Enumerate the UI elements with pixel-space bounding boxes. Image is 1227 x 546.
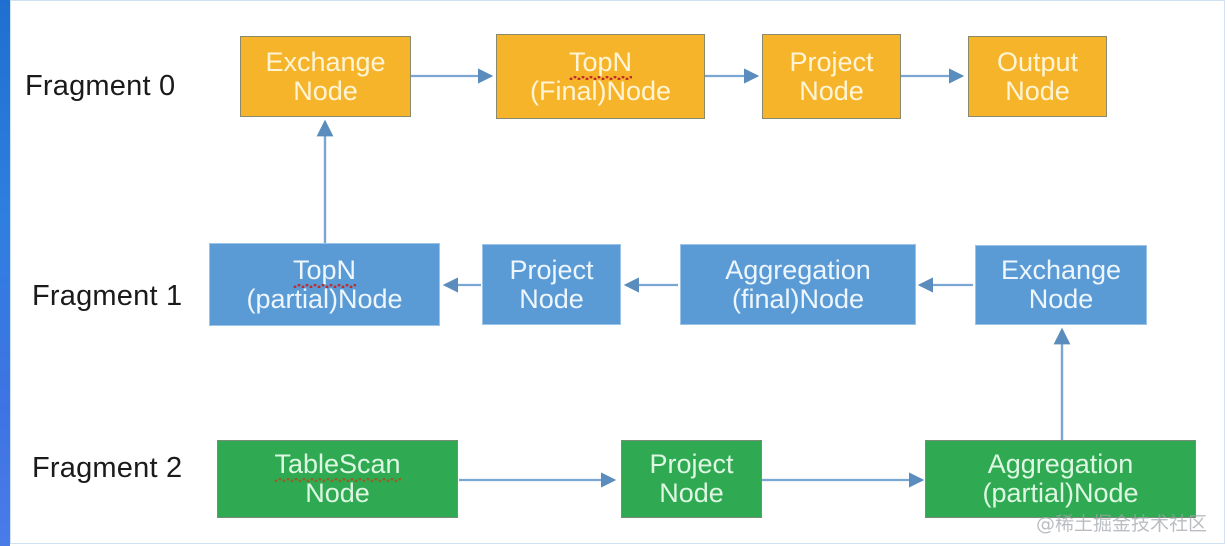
fragment-label-2: Fragment 2 <box>32 452 183 484</box>
node-f0-output[interactable]: Output Node <box>968 36 1107 117</box>
node-f0-topn-final-line2: (Final)Node <box>529 75 672 106</box>
node-f1-topn-partial-line1: TopN <box>292 254 357 288</box>
node-f1-project[interactable]: Project Node <box>482 244 621 325</box>
fragment-label-1: Fragment 1 <box>32 280 183 312</box>
node-f1-aggregation-final-line2: (final)Node <box>731 283 865 314</box>
node-f1-exchange[interactable]: Exchange Node <box>975 245 1147 325</box>
node-f0-exchange[interactable]: Exchange Node <box>240 36 411 117</box>
node-f1-aggregation-final[interactable]: Aggregation (final)Node <box>680 244 916 325</box>
node-f1-topn-partial-line2: (partial)Node <box>246 283 403 314</box>
node-f0-topn-final-line1: TopN <box>568 46 633 80</box>
left-accent-bar <box>0 0 10 546</box>
node-f0-exchange-line2: Node <box>293 75 358 106</box>
node-f1-exchange-line1: Exchange <box>1000 255 1122 286</box>
node-f2-project-line2: Node <box>659 478 724 508</box>
node-f1-topn-partial[interactable]: TopN (partial)Node <box>209 243 440 326</box>
node-f2-aggregation-partial-line2: (partial)Node <box>982 478 1139 508</box>
node-f0-topn-final[interactable]: TopN (Final)Node <box>496 34 705 119</box>
node-f2-aggregation-partial-line1: Aggregation <box>987 449 1134 480</box>
node-f2-project-line1: Project <box>649 449 734 480</box>
node-f2-aggregation-partial[interactable]: Aggregation (partial)Node <box>925 440 1196 518</box>
node-f1-project-line1: Project <box>509 254 594 285</box>
node-f0-output-line2: Node <box>1005 75 1070 106</box>
node-f1-exchange-line2: Node <box>1028 284 1094 314</box>
node-f2-tablescan-line2: Node <box>305 478 370 508</box>
node-f0-project-line2: Node <box>799 75 864 106</box>
site-watermark: @稀土掘金技术社区 <box>1036 513 1208 535</box>
node-f0-project[interactable]: Project Node <box>762 34 901 119</box>
node-f1-aggregation-final-line1: Aggregation <box>725 254 871 285</box>
node-f2-project[interactable]: Project Node <box>621 440 762 518</box>
node-f0-project-line1: Project <box>789 46 874 77</box>
node-f2-tablescan-line1: TableScan <box>274 449 401 482</box>
node-f1-project-line2: Node <box>519 283 584 314</box>
node-f2-tablescan[interactable]: TableScan Node <box>217 440 458 518</box>
fragment-label-0: Fragment 0 <box>25 70 176 102</box>
node-f0-output-line1: Output <box>996 46 1079 77</box>
node-f0-exchange-line1: Exchange <box>265 46 386 77</box>
